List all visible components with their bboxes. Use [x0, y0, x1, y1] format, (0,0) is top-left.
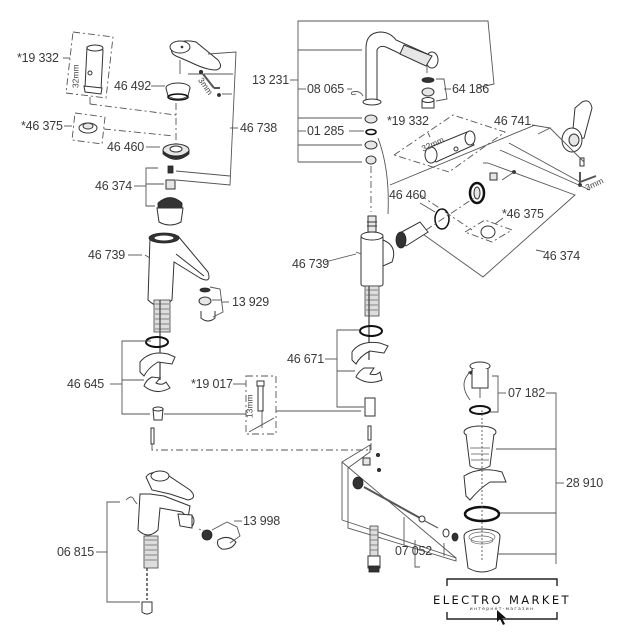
- part-label-46375-left: *46 375: [21, 119, 63, 133]
- seal-46375-box: [71, 112, 106, 145]
- popup-plug-07182-icon: [463, 361, 491, 415]
- aerator-64186-icon: [421, 77, 435, 109]
- part-label-19017: *19 017: [191, 377, 233, 391]
- watermark-subtitle: интернет-магазин: [469, 607, 535, 612]
- aerator-13929-icon: [198, 287, 216, 322]
- cartridge-46374-icon: [156, 165, 184, 226]
- cap-46492-icon: [165, 82, 191, 101]
- part-label-46739-right: 46 739: [292, 257, 330, 271]
- lever-handle-right-icon: [561, 100, 597, 187]
- seal-46375-right-icon: [480, 225, 496, 239]
- left-mixer-group: [63, 31, 372, 451]
- part-label-46738: 46 738: [240, 121, 278, 135]
- waste-body-icon: [463, 410, 507, 573]
- watermark-frame: [446, 578, 558, 625]
- part-label-46741: 46 741: [494, 114, 532, 128]
- part-label-46460-left: 46 460: [107, 140, 145, 154]
- washer-stack-01285-icon: [364, 114, 378, 165]
- faucet-body-right-icon: [355, 215, 395, 360]
- seal-46375-icon: [78, 122, 98, 134]
- part-label-13231: 13 231: [252, 73, 290, 87]
- part-label-19332-left: *19 332: [17, 51, 59, 65]
- cartridge-46374-right-icon: [395, 221, 429, 249]
- mounting-set-46671-icon: [351, 325, 389, 441]
- wrench-19017-icon: [248, 380, 275, 433]
- right-mixer-group: [290, 20, 597, 441]
- tool-19332-right-box: [392, 114, 506, 173]
- part-label-07052: 07 052: [395, 544, 433, 558]
- flex-hose-icon: [367, 525, 381, 573]
- mounting-set-46645-icon: [139, 336, 176, 445]
- cartridge-tool-icon: [83, 44, 104, 95]
- dimension-32mm-left: 32mm: [70, 64, 81, 89]
- dimension-13mm: 13mm: [244, 394, 255, 419]
- part-label-07182: 07 182: [508, 386, 546, 400]
- part-label-28910: 28 910: [566, 476, 604, 490]
- aerator-13998-icon: [201, 529, 237, 550]
- waste-group: [341, 361, 564, 573]
- faucet-body-icon: [144, 232, 210, 380]
- part-label-46375-right: *46 375: [502, 207, 544, 221]
- tool-19332-box: [65, 31, 114, 99]
- seal-46375-right-box: [463, 219, 514, 243]
- bidet-mixer-group: [96, 470, 242, 615]
- part-label-46671: 46 671: [287, 352, 325, 366]
- part-label-13998: 13 998: [243, 514, 281, 528]
- part-label-01285: 01 285: [307, 124, 345, 138]
- lever-handle-icon: [169, 40, 222, 71]
- part-label-46645: 46 645: [67, 377, 105, 391]
- mouse-cursor-icon: [497, 610, 506, 625]
- part-label-46492: 46 492: [114, 79, 152, 93]
- part-label-08065: 08 065: [307, 82, 345, 96]
- part-label-06815: 06 815: [57, 545, 95, 559]
- part-label-46739-left: 46 739: [88, 248, 126, 262]
- bidet-body-icon: [125, 470, 195, 615]
- part-label-13929: 13 929: [232, 295, 270, 309]
- cartridge-tool-right-icon: [424, 130, 476, 164]
- nut-46460-icon: [162, 143, 190, 160]
- part-label-46374-left: 46 374: [95, 179, 133, 193]
- part-label-46460-right: 46 460: [389, 188, 427, 202]
- tool-19017-box: [245, 375, 277, 435]
- part-label-19332-right: *19 332: [387, 114, 429, 128]
- watermark-title: ELECTRO MARKET: [433, 593, 571, 607]
- part-label-46374-right: 46 374: [543, 249, 581, 263]
- popup-rod-07052-icon: [341, 444, 459, 562]
- spout-icon: [351, 31, 439, 106]
- part-label-64186: 64 186: [452, 82, 490, 96]
